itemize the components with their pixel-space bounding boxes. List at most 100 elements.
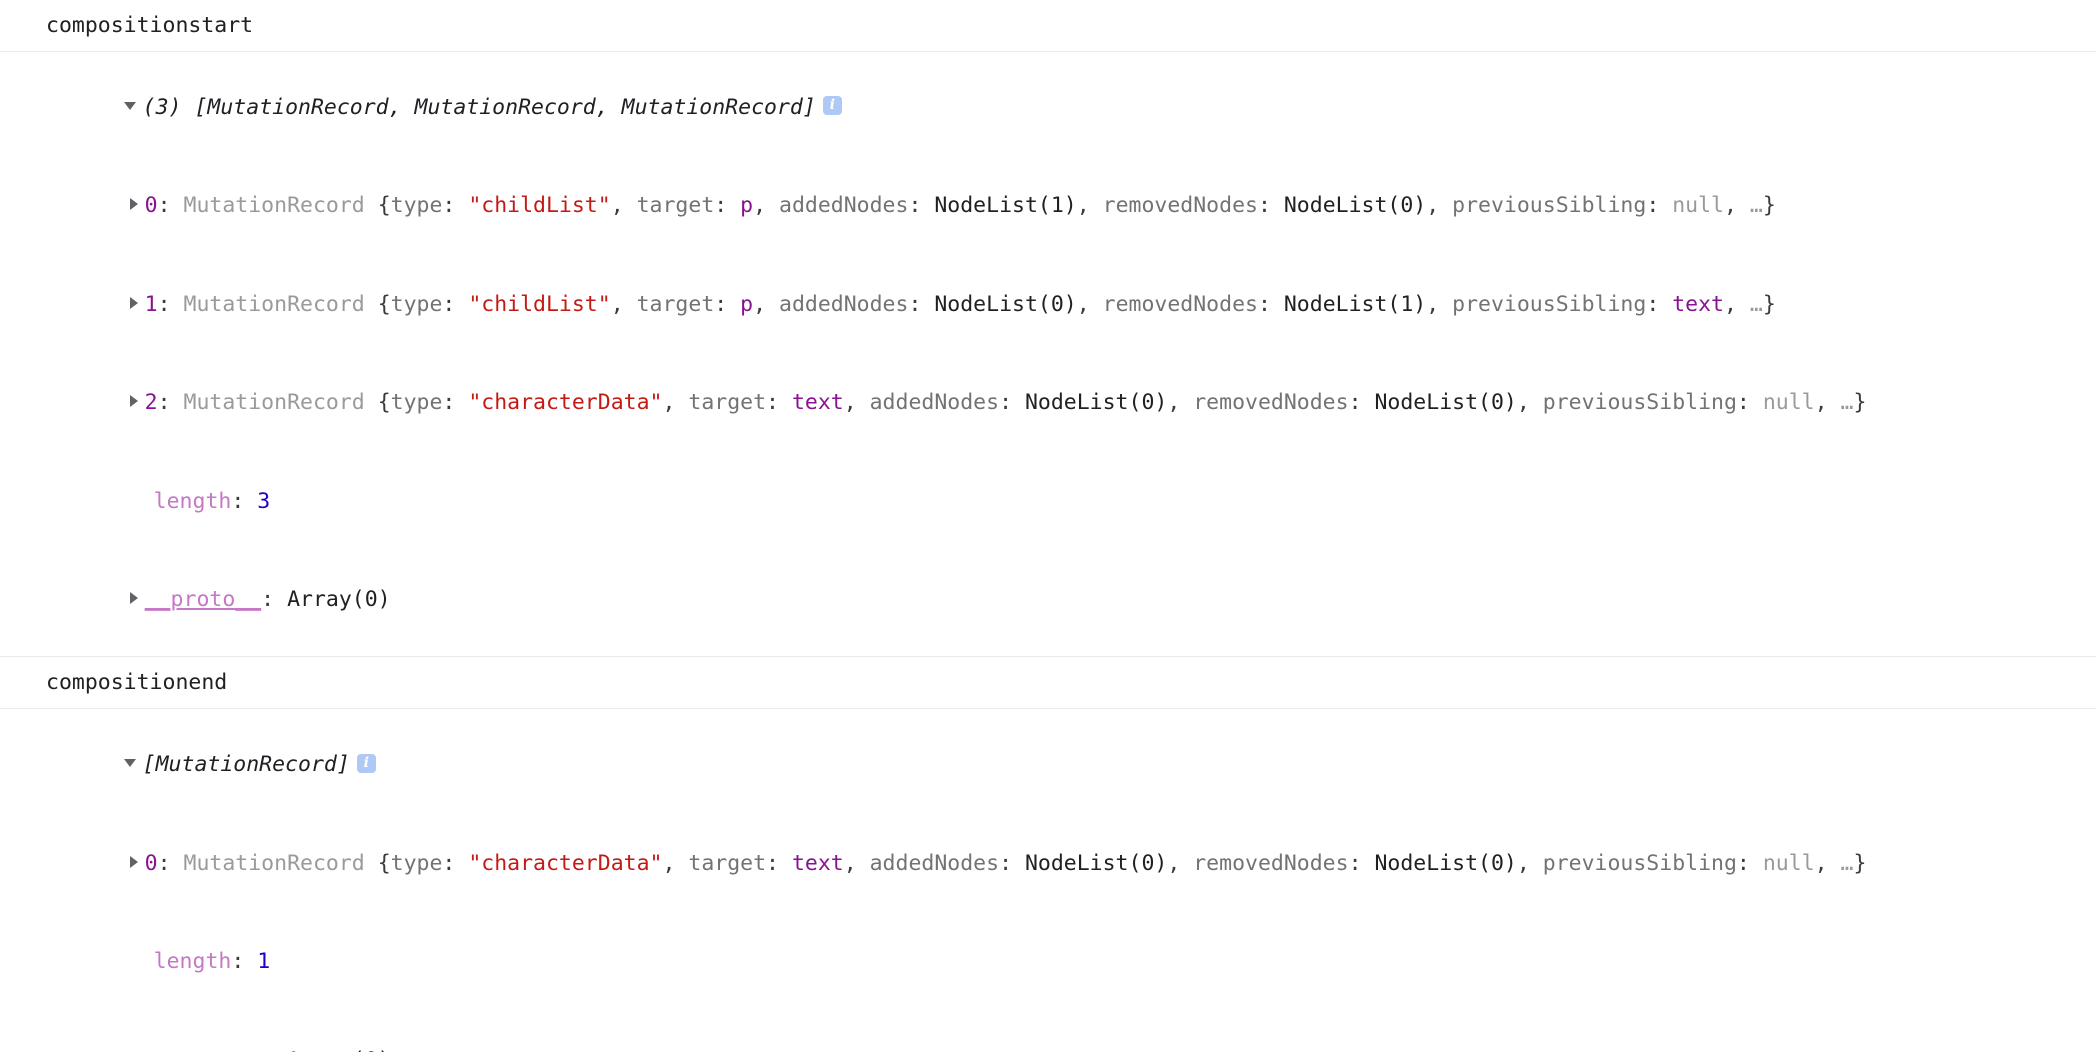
prop-value[interactable]: NodeList(0) [1024, 850, 1168, 876]
array-header-row[interactable]: [MutationRecord]i [0, 715, 2096, 814]
console-message-log[interactable]: compositionend [0, 657, 2096, 710]
prop-value[interactable]: text [791, 850, 844, 876]
prop-value[interactable]: p [740, 193, 754, 219]
close-brace: } [1853, 390, 1867, 416]
prop-tail: , [1516, 390, 1543, 416]
prop-key: removedNodes [1102, 193, 1258, 219]
chevron-right-icon[interactable] [129, 395, 138, 408]
prop-value: "childList" [468, 193, 611, 219]
chevron-right-icon[interactable] [129, 198, 138, 211]
prop-sep: : [766, 390, 792, 416]
prop-value[interactable]: NodeList(0) [934, 291, 1077, 317]
length-label: length [153, 488, 232, 514]
prop-value[interactable]: p [740, 291, 754, 317]
prop-sep: : [442, 193, 469, 219]
array-item-row[interactable]: 2: MutationRecord {type: "characterData"… [0, 354, 2096, 453]
proto-label[interactable]: __proto__ [145, 1048, 262, 1052]
prop-value[interactable]: NodeList(1) [1283, 291, 1427, 317]
prop-tail: , [1814, 390, 1841, 416]
chevron-down-icon[interactable] [123, 101, 136, 110]
prop-key: target [688, 390, 767, 416]
console-message-log[interactable]: compositionstart [0, 0, 2096, 53]
prop-sep: : [766, 850, 792, 876]
console-message-object-group[interactable]: [MutationRecord]i 0: MutationRecord {typ… [0, 709, 2096, 1052]
array-index: 2 [144, 390, 158, 416]
prop-value[interactable]: NodeList(0) [1024, 390, 1168, 416]
prop-sep: : [1257, 193, 1284, 219]
prop-sep: : [908, 291, 935, 317]
prop-tail: , [662, 850, 689, 876]
prop-value[interactable]: text [791, 390, 844, 416]
array-index: 0 [144, 850, 158, 876]
array-preview: [MutationRecord, MutationRecord, Mutatio… [194, 94, 816, 120]
prop-key: addedNodes [869, 850, 1000, 876]
prop-sep: : [1736, 390, 1763, 416]
prop-key: previousSibling [1452, 193, 1647, 219]
chevron-down-icon[interactable] [123, 759, 136, 768]
prop-tail: , [1167, 850, 1194, 876]
prop-key: previousSibling [1542, 390, 1737, 416]
console-message-object-group[interactable]: (3) [MutationRecord, MutationRecord, Mut… [0, 52, 2096, 658]
prop-key: previousSibling [1452, 291, 1647, 317]
open-brace: { [377, 850, 391, 876]
array-item-row[interactable]: 0: MutationRecord {type: "childList", ta… [0, 157, 2096, 256]
info-icon[interactable]: i [356, 753, 376, 773]
object-classname: MutationRecord [183, 390, 365, 416]
proto-value: Array(0) [287, 1048, 391, 1052]
chevron-right-icon[interactable] [129, 592, 138, 605]
prop-value[interactable]: NodeList(0) [1283, 193, 1427, 219]
prop-tail: , [843, 850, 870, 876]
proto-value: Array(0) [287, 587, 391, 613]
prop-value: "childList" [468, 291, 611, 317]
prop-key: previousSibling [1542, 850, 1737, 876]
prop-sep: : [1348, 390, 1375, 416]
prop-value: null [1762, 390, 1815, 416]
prop-value[interactable]: NodeList(0) [1374, 850, 1517, 876]
proto-label[interactable]: __proto__ [144, 587, 262, 613]
info-icon[interactable]: i [822, 96, 842, 116]
ellipsis: … [1840, 850, 1854, 876]
prop-sep: : [1736, 850, 1763, 876]
ellipsis: … [1840, 390, 1854, 416]
prop-key: addedNodes [869, 390, 1000, 416]
prop-value[interactable]: NodeList(0) [1374, 390, 1517, 416]
colon-separator: : [157, 291, 184, 317]
prop-sep: : [442, 291, 469, 317]
prop-sep: : [1646, 193, 1673, 219]
prop-tail: , [1516, 850, 1543, 876]
open-brace: { [377, 390, 391, 416]
length-property-row: length: 1 [0, 912, 2096, 1011]
array-item-row[interactable]: 1: MutationRecord {type: "childList", ta… [0, 255, 2096, 354]
proto-property-row[interactable]: __proto__: Array(0) [0, 551, 2096, 650]
prop-tail: , [1426, 291, 1453, 317]
prop-key: addedNodes [779, 291, 909, 317]
prop-tail: , [1426, 193, 1453, 219]
chevron-right-icon[interactable] [129, 855, 138, 868]
prop-value: "characterData" [468, 850, 663, 876]
prop-sep: : [1348, 850, 1375, 876]
open-brace: { [377, 193, 391, 219]
prop-sep: : [1257, 291, 1284, 317]
length-sep: : [231, 949, 258, 975]
colon-separator: : [157, 850, 184, 876]
prop-tail: , [610, 291, 637, 317]
prop-value: "characterData" [468, 390, 663, 416]
array-header-row[interactable]: (3) [MutationRecord, MutationRecord, Mut… [0, 58, 2096, 157]
chevron-right-icon[interactable] [129, 296, 138, 309]
prop-value[interactable]: NodeList(1) [934, 193, 1077, 219]
prop-tail: , [1723, 193, 1750, 219]
proto-sep: : [261, 1048, 287, 1052]
array-item-row[interactable]: 0: MutationRecord {type: "characterData"… [0, 814, 2096, 913]
length-sep: : [231, 488, 258, 514]
array-count: (3) [142, 94, 182, 120]
close-brace: } [1853, 850, 1867, 876]
prop-sep: : [714, 193, 741, 219]
colon-separator: : [157, 193, 184, 219]
prop-value[interactable]: text [1672, 291, 1724, 317]
prop-key: removedNodes [1193, 390, 1349, 416]
object-classname: MutationRecord [183, 291, 365, 317]
prop-tail: , [610, 193, 637, 219]
close-brace: } [1762, 193, 1776, 219]
prop-sep: : [714, 291, 741, 317]
proto-property-row[interactable]: __proto__: Array(0) [0, 1011, 2096, 1052]
